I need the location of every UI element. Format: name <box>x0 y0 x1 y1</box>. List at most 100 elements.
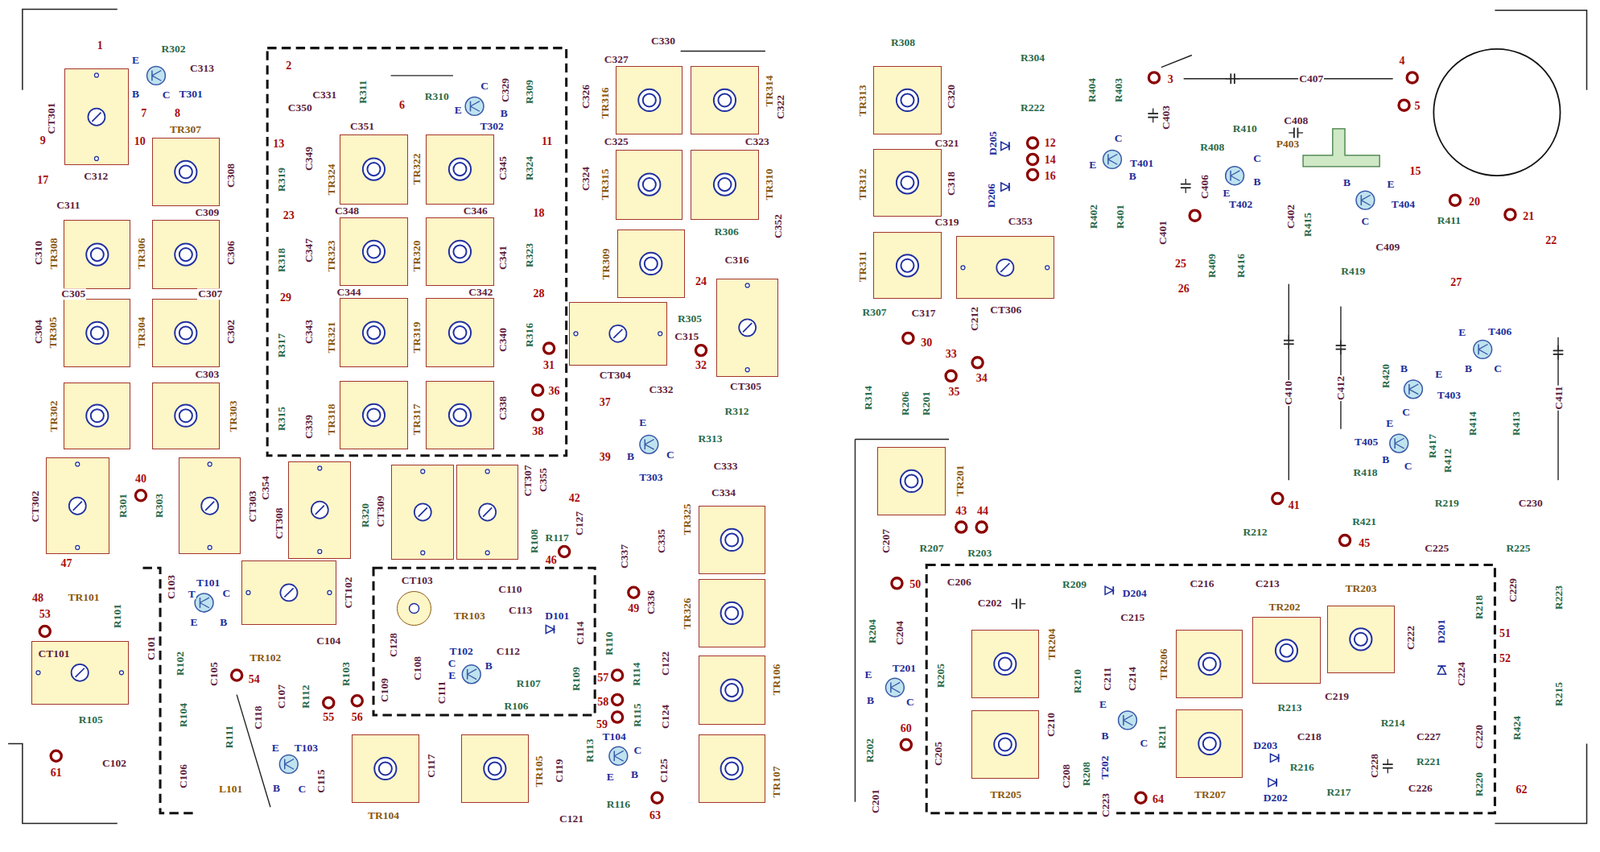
part-symbol <box>426 298 494 367</box>
part-symbol <box>426 218 494 285</box>
transformer-box: TR314 <box>690 65 759 135</box>
transistor-symbol <box>1230 175 1240 181</box>
capacitor-symbol <box>1185 187 1187 194</box>
trimmer-box: CT102 <box>241 560 337 625</box>
transformer-box: TR311 <box>873 231 942 300</box>
transformer-name: TR307 <box>169 123 203 136</box>
capacitor-label: C326 <box>580 83 592 110</box>
pot-symbol <box>73 501 83 511</box>
core-symbol <box>721 527 743 550</box>
core-symbol <box>725 606 739 619</box>
trimmer-box: CT301 <box>64 68 129 165</box>
capacitor-label: C204 <box>894 619 907 646</box>
transistor-symbol <box>279 754 298 773</box>
transistor-symbol <box>200 597 210 603</box>
part-symbol <box>874 149 941 216</box>
callout-number: 23 <box>282 210 296 222</box>
pin-dot <box>658 331 663 336</box>
capacitor-label: C313 <box>189 62 215 75</box>
transformer-box: TR317 <box>425 380 495 450</box>
transistor-symbol <box>1225 166 1245 186</box>
wire-line <box>854 438 949 440</box>
transistor-symbol <box>1478 349 1488 355</box>
resistor-label: R223 <box>1554 584 1566 611</box>
part-symbol <box>569 302 667 365</box>
core-symbol <box>453 244 466 258</box>
capacitor-label: C344 <box>336 286 363 298</box>
transistor-symbol <box>1360 200 1370 206</box>
core-symbol <box>642 177 656 191</box>
semiconductor-label: B <box>1399 362 1409 375</box>
transformer-name: TR315 <box>599 168 611 202</box>
transistor-symbol <box>467 673 477 679</box>
core-symbol <box>449 404 471 426</box>
resistor-label: R410 <box>1232 123 1258 135</box>
part-symbol <box>340 135 408 203</box>
part-symbol <box>972 710 1039 778</box>
pot-symbol <box>1000 263 1010 273</box>
semiconductor-label: D101 <box>544 610 570 622</box>
callout-number: 38 <box>531 425 545 438</box>
test-point <box>1398 99 1410 111</box>
capacitor-label: C109 <box>379 676 391 703</box>
semiconductor-label: E <box>1434 369 1444 381</box>
resistor-label: R318 <box>276 247 288 273</box>
callout-number: 13 <box>272 138 285 150</box>
transistor-symbol <box>147 65 166 85</box>
callout-number: 57 <box>596 672 610 684</box>
trimmer-name: CT305 <box>729 381 763 393</box>
core-symbol <box>713 89 736 112</box>
capacitor-label: C323 <box>744 136 771 148</box>
transformer-box: TR306 <box>152 219 220 289</box>
transformer-box: TR316 <box>615 65 684 135</box>
transistor-symbol <box>200 602 210 607</box>
part-symbol <box>65 69 128 165</box>
callout-number: 35 <box>947 386 961 398</box>
resistor-label: R116 <box>606 798 631 810</box>
callout-number: 32 <box>694 359 708 372</box>
capacitor-label: C350 <box>287 103 314 115</box>
capacitor-label: C213 <box>1254 577 1281 590</box>
transistor-symbol <box>465 97 484 116</box>
transformer-box: TR202 <box>1252 616 1321 685</box>
semiconductor-label: T302 <box>478 120 504 132</box>
trimmer-box: CT308 <box>288 461 352 558</box>
transformer-box: TR302 <box>63 382 132 449</box>
callout-number: 21 <box>1521 210 1535 223</box>
resistor-label: R208 <box>1081 760 1093 787</box>
semiconductor-label: E <box>447 670 457 682</box>
resistor-label: R303 <box>153 492 165 519</box>
capacitor-label: C124 <box>659 703 672 730</box>
resistor-label: R404 <box>1086 77 1098 104</box>
capacitor-symbol <box>1229 73 1232 84</box>
capacitor-label: C102 <box>101 758 128 770</box>
capacitor-label: C331 <box>311 89 338 101</box>
transformer-name: TR306 <box>136 237 148 271</box>
test-point <box>323 696 335 708</box>
transformer-box: TR308 <box>63 219 132 289</box>
capacitor-label: C119 <box>553 758 565 784</box>
transformer-box: TR324 <box>339 134 409 204</box>
capacitor-label: C112 <box>495 645 521 657</box>
resistor-label: R213 <box>1277 701 1304 714</box>
trimmer-name: CT303 <box>247 489 259 523</box>
part-symbol <box>397 591 431 625</box>
capacitor-label: C216 <box>1189 577 1216 590</box>
capacitor-label: C318 <box>945 170 957 197</box>
transformer-name: TR310 <box>763 168 776 202</box>
test-point <box>611 711 623 722</box>
semiconductor-label: B <box>499 107 509 120</box>
part-symbol <box>152 299 219 367</box>
pot-symbol <box>314 505 324 515</box>
semiconductor-label: T303 <box>638 472 664 484</box>
semiconductor-label: T103 <box>293 742 319 755</box>
part-symbol <box>618 230 685 297</box>
callout-number: 54 <box>247 673 261 685</box>
pot-symbol <box>87 108 105 126</box>
resistor-label: R412 <box>1442 447 1454 474</box>
resistor-label: R413 <box>1510 410 1522 437</box>
part-symbol <box>152 138 219 206</box>
transformer-box: TR326 <box>698 578 765 648</box>
test-point <box>39 625 50 636</box>
callout-number: 20 <box>1468 196 1481 208</box>
